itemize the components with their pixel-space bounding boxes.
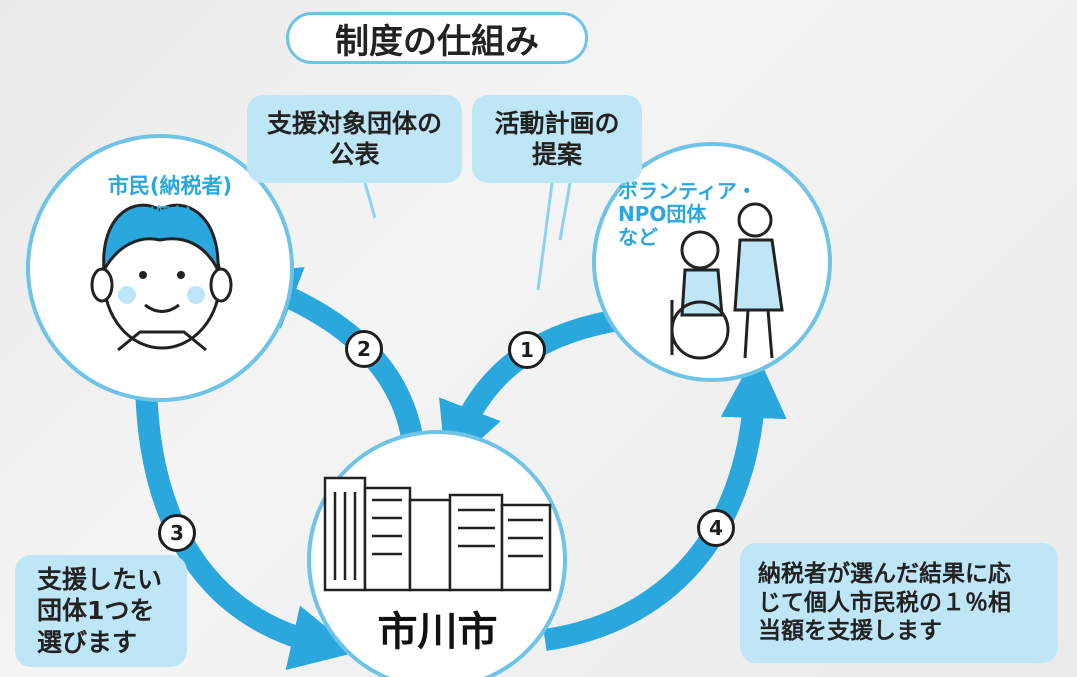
city-name-label: 市川市 — [360, 600, 515, 656]
step-4-badge: 4 — [697, 509, 735, 547]
city-hall-building-icon — [323, 476, 552, 592]
teian-pointer — [536, 182, 554, 291]
arrow-1-npo-to-city — [439, 307, 634, 471]
step-2-badge: 2 — [345, 330, 383, 368]
support-amount-bubble: 納税者が選んだ結果に応 じて個人市民税の１％相 当額を支援します — [740, 543, 1058, 663]
citizen-label: 市民(納税者) — [107, 174, 233, 198]
diagram-title: 制度の仕組み — [286, 12, 588, 64]
announce-groups-bubble: 支援対象団体の 公表 — [247, 95, 462, 183]
arrow-4-city-to-npo — [543, 352, 787, 651]
step-1-badge: 1 — [508, 331, 546, 369]
step-3-badge: 3 — [158, 514, 196, 552]
choose-group-bubble: 支援したい 団体1つを 選びます — [15, 555, 187, 667]
teian-pointer-2 — [558, 182, 572, 241]
volunteer-npo-label: ボランティア・ NPO団体 など — [618, 179, 757, 249]
kohyo-pointer — [363, 182, 377, 219]
citizen-face-icon — [90, 203, 233, 352]
activity-plan-bubble: 活動計画の 提案 — [472, 95, 642, 183]
individual-label: (個人) — [148, 204, 192, 222]
wheelchair-volunteer-icon — [670, 202, 784, 360]
